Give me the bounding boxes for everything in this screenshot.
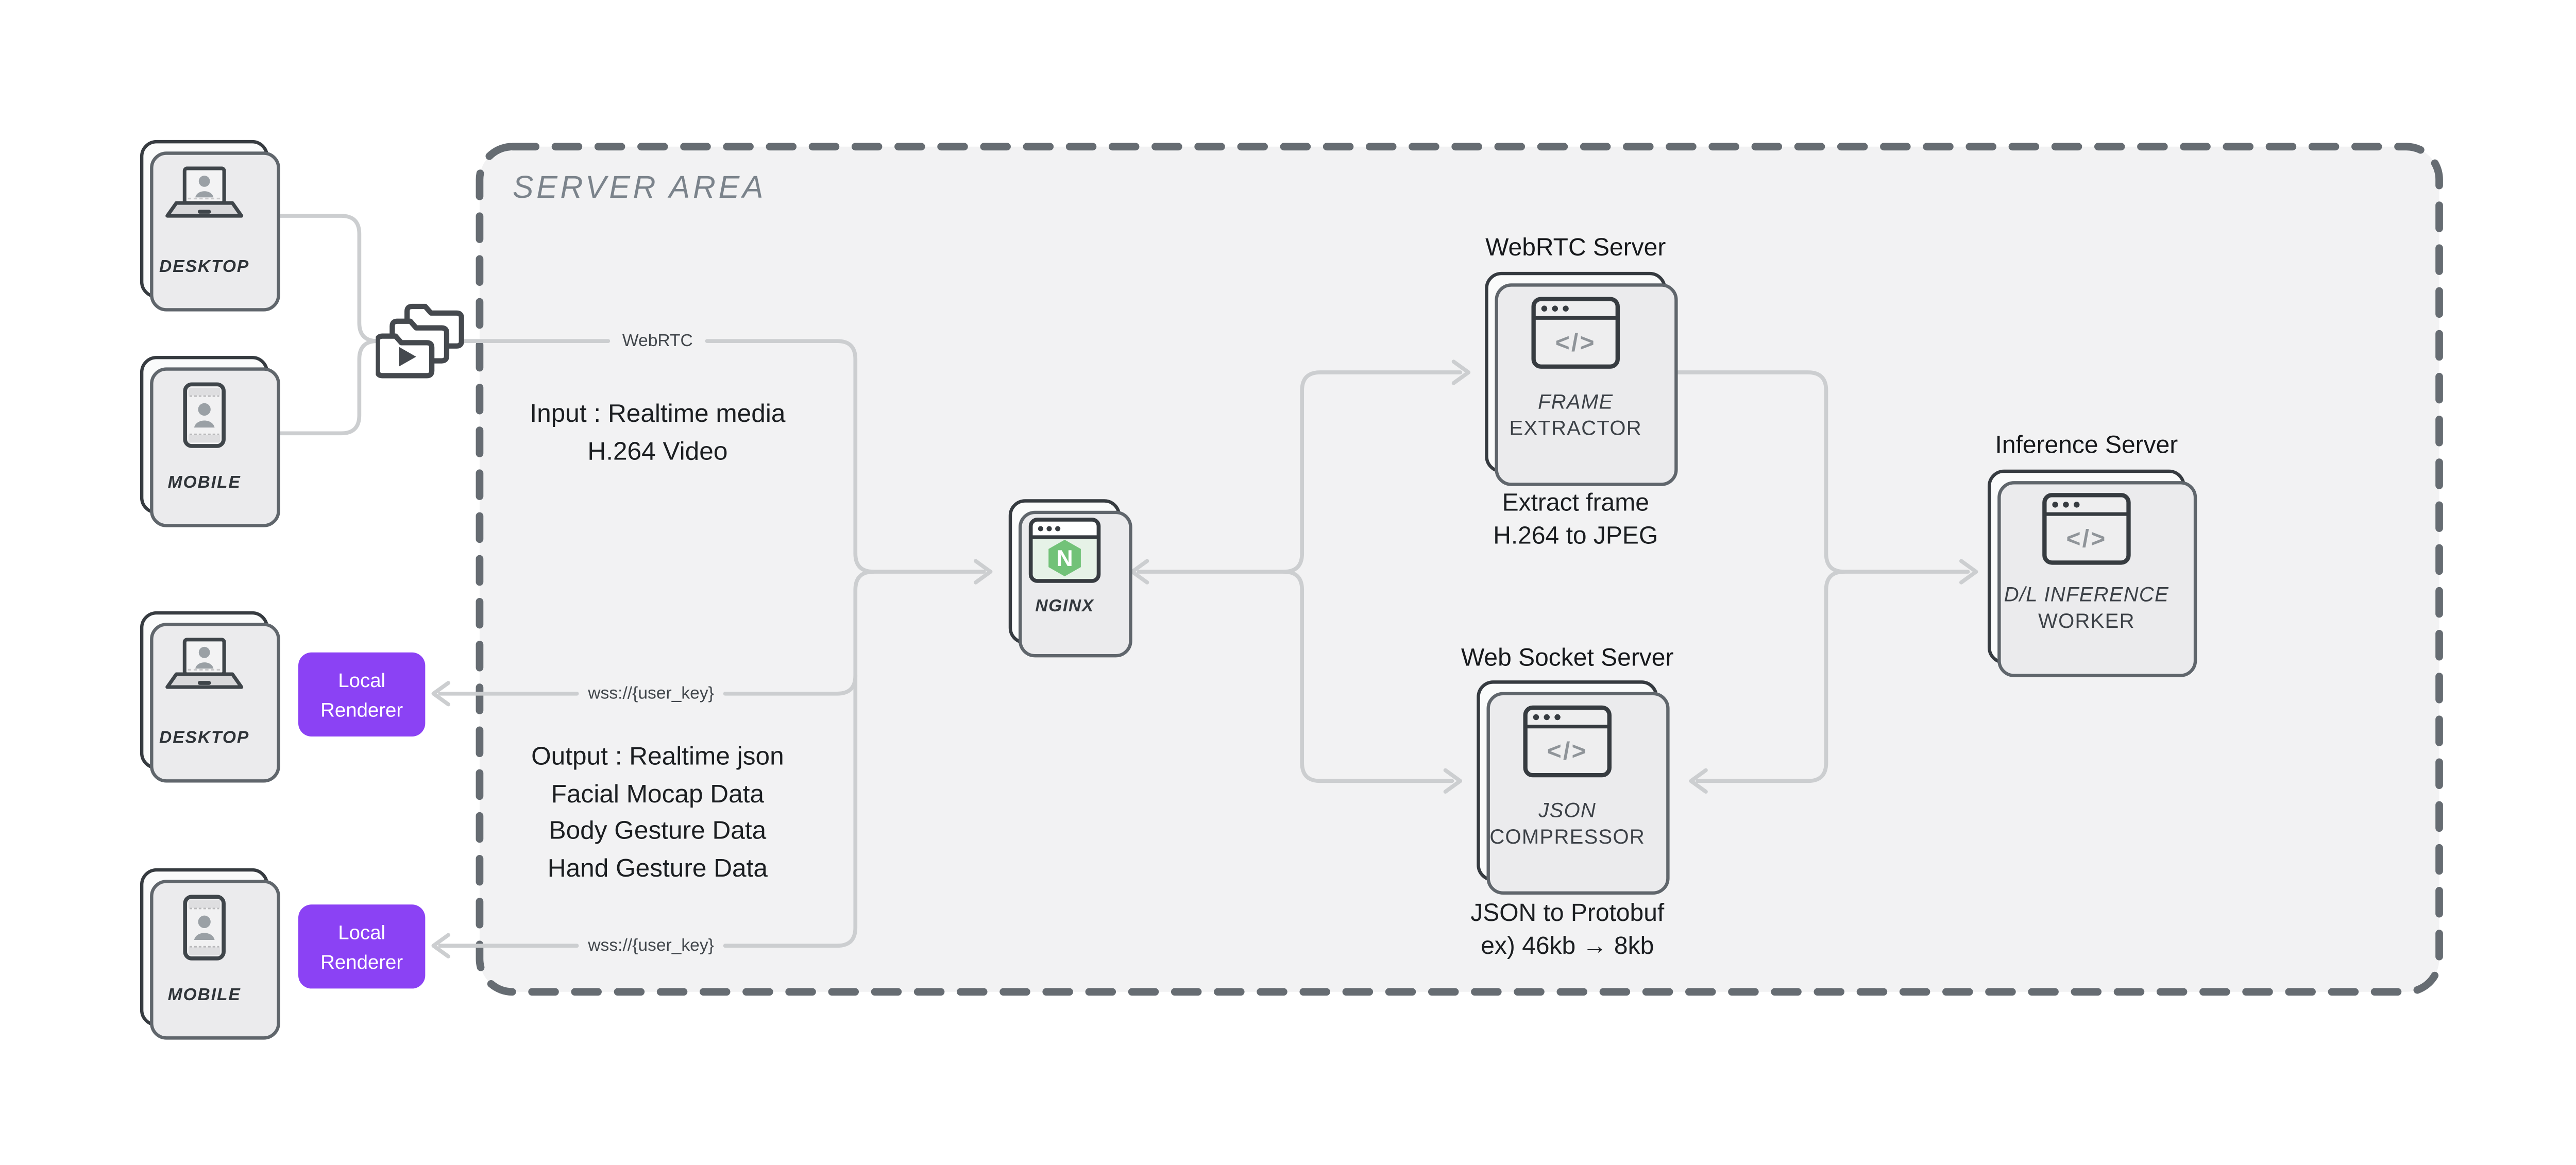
code-window-icon: </> <box>1480 705 1655 778</box>
edge-label-wss-top: wss://{user_key} <box>588 683 714 704</box>
phone-user-icon <box>143 382 265 448</box>
nginx-logo-letter: N <box>1056 545 1073 571</box>
client-card-label: MOBILE <box>167 985 241 1005</box>
inference-server-name-line2: WORKER <box>2038 609 2135 633</box>
edge-label-webrtc: WebRTC <box>622 331 693 351</box>
output-note-line3: Body Gesture Data <box>549 817 767 846</box>
code-glyph: </> <box>1547 738 1588 765</box>
code-glyph: </> <box>2066 525 2107 553</box>
inference-server-node: </> D/L INFERENCE WORKER <box>1987 469 2197 677</box>
webrtc-server-node: </> FRAME EXTRACTOR <box>1485 271 1678 486</box>
client-card-label: DESKTOP <box>159 728 250 748</box>
inference-server-name-line1: D/L INFERENCE <box>2004 583 2170 607</box>
webrtc-server-note-line2: H.264 to JPEG <box>1493 521 1658 550</box>
local-renderer-label-line1: Local <box>338 920 386 944</box>
arrowhead-into-compressor-right <box>1689 768 1708 794</box>
client-card-desktop-bottom: DESKTOP <box>140 611 280 783</box>
server-area-boundary <box>476 143 2443 996</box>
server-area-label: SERVER AREA <box>512 171 767 206</box>
websocket-server-title: Web Socket Server <box>1461 644 1674 673</box>
webrtc-server-name-line1: FRAME <box>1538 390 1614 414</box>
local-renderer-bottom: Local Renderer <box>298 904 426 989</box>
edge-wss-top-b <box>723 673 858 696</box>
output-note-line1: Output : Realtime json <box>531 743 784 772</box>
client-card-mobile-bottom: MOBILE <box>140 868 280 1040</box>
edge-bus-down <box>723 588 858 948</box>
arrowhead-into-nginx-left <box>973 559 993 585</box>
webrtc-server-title: WebRTC Server <box>1485 234 1666 262</box>
edge-fork1-top <box>1300 370 1463 393</box>
code-glyph: </> <box>1555 329 1596 356</box>
local-renderer-label-line2: Renderer <box>320 697 403 721</box>
websocket-server-note-line1: JSON to Protobuf <box>1470 899 1665 928</box>
arrowhead-into-extractor <box>1451 359 1471 385</box>
arrowhead-into-renderer-bottom <box>431 933 450 958</box>
output-note-line4: Hand Gesture Data <box>547 854 768 883</box>
local-renderer-label-line1: Local <box>338 668 386 691</box>
websocket-server-note: JSON to Protobuf ex) 46kb → 8kb <box>1402 898 1732 962</box>
webrtc-server-name: FRAME EXTRACTOR <box>1488 389 1663 441</box>
client-card-desktop-top: DESKTOP <box>140 140 280 312</box>
client-card-label: DESKTOP <box>159 257 250 277</box>
websocket-server-node: </> JSON COMPRESSOR <box>1477 680 1670 895</box>
edge-desktop-to-media <box>266 214 386 344</box>
nginx-node: N NGINX <box>1008 499 1132 658</box>
edge-fork2-to-compressor <box>1696 570 1846 783</box>
inference-server-title: Inference Server <box>1995 432 2178 460</box>
phone-user-icon <box>143 895 265 961</box>
code-window-icon: </> <box>1488 297 1663 369</box>
edge-label-wss-bottom: wss://{user_key} <box>588 936 714 956</box>
websocket-server-note-line2: ex) 46kb → 8kb <box>1481 932 1654 960</box>
webrtc-server-note-line1: Extract frame <box>1502 489 1649 518</box>
arrowhead-into-renderer-top <box>431 681 450 707</box>
laptop-user-icon <box>143 166 265 226</box>
websocket-server-name-line2: COMPRESSOR <box>1489 825 1646 849</box>
laptop-user-icon <box>143 638 265 697</box>
nginx-label: NGINX <box>1035 596 1094 616</box>
websocket-server-name: JSON COMPRESSOR <box>1480 797 1655 850</box>
local-renderer-label-line2: Renderer <box>320 950 403 973</box>
client-card-mobile-top: MOBILE <box>140 355 280 527</box>
input-note-line2: H.264 Video <box>587 437 728 466</box>
webrtc-server-note: Extract frame H.264 to JPEG <box>1411 488 1740 552</box>
output-note: Output : Realtime json Facial Mocap Data… <box>493 740 823 888</box>
code-window-icon: </> <box>1991 493 2182 566</box>
edge-mobile-to-media <box>266 339 386 436</box>
webrtc-server-name-line2: EXTRACTOR <box>1509 417 1642 440</box>
edge-fork1-bottom <box>1282 570 1454 783</box>
edge-webrtc-in-b <box>705 339 858 556</box>
arrowhead-into-inference <box>1959 559 1978 585</box>
websocket-server-name-line1: JSON <box>1538 799 1597 823</box>
input-note: Input : Realtime media H.264 Video <box>493 397 823 471</box>
output-note-line2: Facial Mocap Data <box>551 780 765 809</box>
input-note-line1: Input : Realtime media <box>530 400 786 429</box>
arrowhead-into-nginx-right <box>1130 559 1149 585</box>
local-renderer-top: Local Renderer <box>298 652 426 736</box>
arrowhead-into-compressor-left <box>1443 768 1463 794</box>
media-frames-icon <box>375 301 465 389</box>
client-card-label: MOBILE <box>167 473 241 493</box>
edge-bus-fillet <box>853 570 876 592</box>
inference-server-name: D/L INFERENCE WORKER <box>1991 581 2182 634</box>
nginx-browser-icon: N <box>1012 517 1117 583</box>
